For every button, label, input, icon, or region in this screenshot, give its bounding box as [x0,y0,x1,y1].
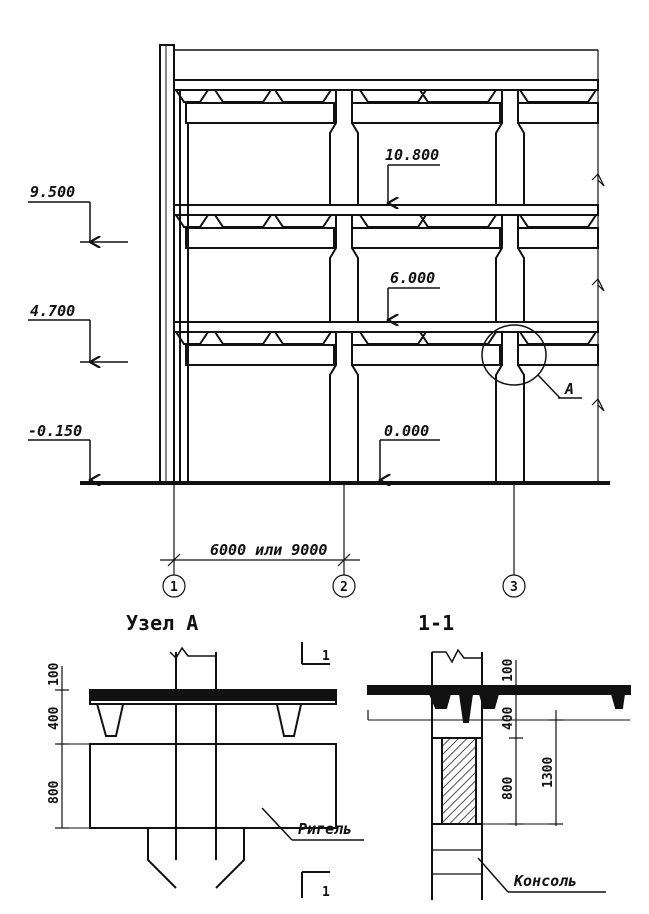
node-marker-label: А [564,380,574,398]
section-1-1-detail [367,648,631,900]
node-a-dim-800: 800 [47,780,62,804]
axis-markers [162,574,526,598]
elevation-label-floor-3: 0.000 [384,422,429,440]
floor-elevation-marks [380,164,440,480]
left-elevation-marks [28,201,128,480]
axis-lines [160,483,515,575]
axis-label-1: 1 [170,580,178,595]
axis-label-3: 3 [510,580,518,595]
floor-slab-middle [173,204,599,228]
elevation-label-left-2: 4.700 [30,302,75,320]
section-dim-400: 400 [501,706,516,730]
girder [185,102,335,124]
girder [351,102,501,124]
girder [517,227,599,249]
section-mark-bottom: 1 [322,885,330,900]
girder [351,344,501,366]
node-a-detail [55,642,364,898]
frame-elevation [80,44,610,485]
node-a-marker-circle [481,324,547,386]
elevation-label-floor-2: 6.000 [390,269,435,287]
section-mark-top: 1 [322,649,330,664]
girder [185,344,335,366]
node-a-dim-100: 100 [47,662,62,686]
elevation-label-left-3: -0.150 [28,422,82,440]
column-axis-1 [179,90,189,483]
span-dimension-label: 6000 или 9000 [210,541,327,559]
floor-slab-bottom [173,321,599,345]
girder [185,227,335,249]
girder [517,344,599,366]
node-a-title: Узел А [126,611,198,635]
elevation-label-left-1: 9.500 [30,183,75,201]
floor-slab-top [173,79,599,103]
section-dim-800: 800 [501,776,516,800]
girder [351,227,501,249]
riegel-label: Ригель [298,820,352,838]
column-axis-3 [495,90,525,483]
section-dim-1300: 1300 [541,757,556,788]
girder [517,102,599,124]
section-dim-100: 100 [501,658,516,682]
section-1-1-title: 1-1 [418,611,454,635]
node-a-dim-400: 400 [47,706,62,730]
elevation-label-floor-1: 10.800 [385,146,439,164]
axis-label-2: 2 [340,580,348,595]
console-label: Консоль [513,872,577,890]
column-axis-2 [329,90,359,483]
